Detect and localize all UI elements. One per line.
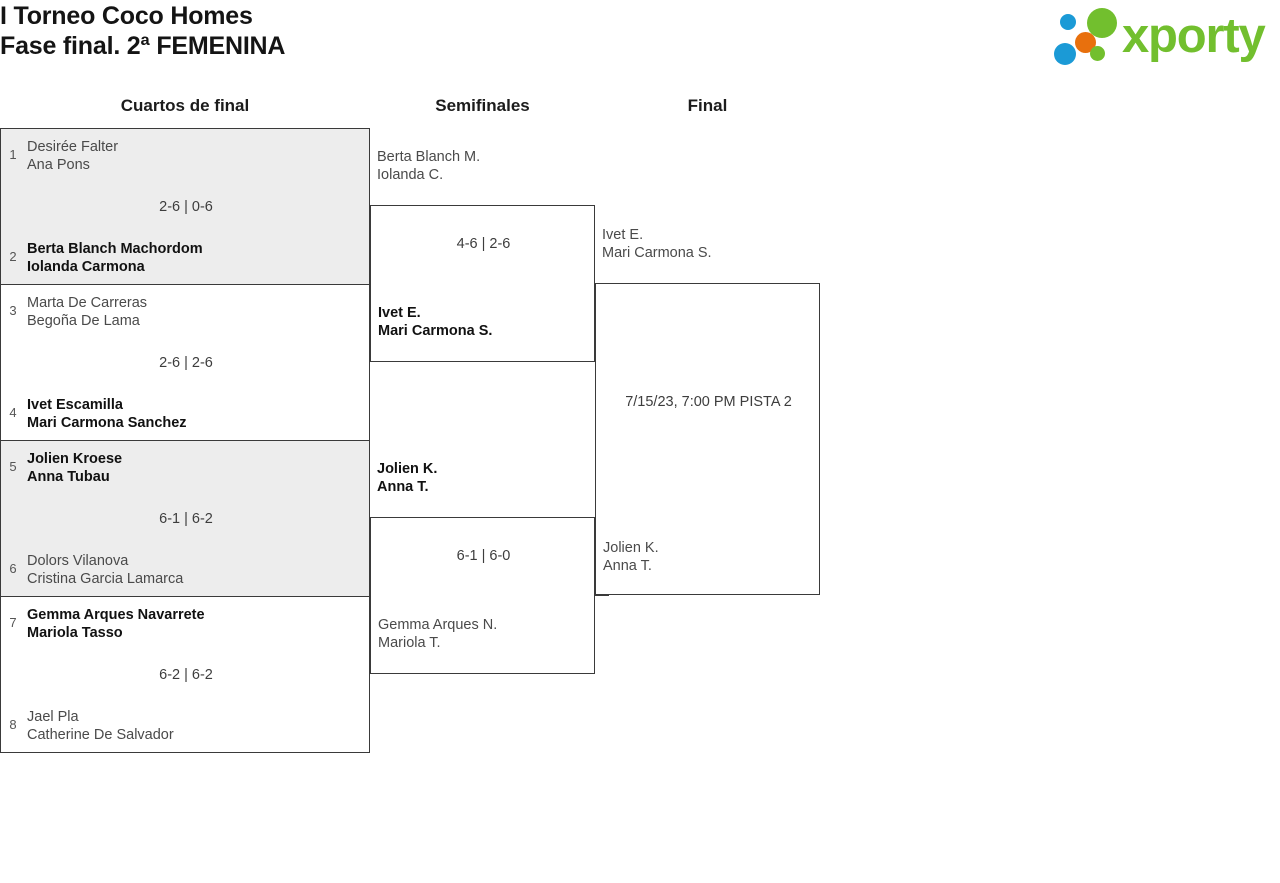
match-score: 6-1 | 6-0 (456, 548, 511, 564)
team-player-2: Ana Pons (27, 157, 90, 173)
team-player-1: Dolors Vilanova (27, 553, 129, 569)
final-bottom-player-1: Jolien K. (603, 540, 659, 556)
team-player-2: Cristina Garcia Lamarca (27, 571, 184, 587)
match-semifinal-2[interactable]: 6-1 | 6-0 Gemma Arques N. Mariola T. (370, 517, 595, 674)
semifinal-1-bottom-player-1: Ivet E. (378, 305, 421, 321)
match-quarterfinal-3[interactable]: 5 Jolien Kroese Anna Tubau 6-1 | 6-2 6 D… (0, 440, 370, 597)
team-player-2: Begoña De Lama (27, 313, 140, 329)
page-title: I Torneo Coco Homes Fase final. 2ª FEMEN… (0, 2, 285, 61)
team-player-2: Iolanda Carmona (27, 259, 145, 275)
match-score: 2-6 | 2-6 (159, 355, 213, 371)
seed-number: 4 (9, 405, 17, 420)
semifinal-2-top-player-2: Anna T. (377, 479, 429, 495)
match-quarterfinal-4[interactable]: 7 Gemma Arques Navarrete Mariola Tasso 6… (0, 596, 370, 753)
xporty-logo[interactable]: xporty (1046, 6, 1274, 68)
round-header-quarterfinals: Cuartos de final (120, 96, 250, 115)
semifinal-2-bottom-player-1: Gemma Arques N. (378, 617, 498, 633)
final-top-player-1: Ivet E. (602, 227, 644, 243)
final-schedule: 7/15/23, 7:00 PM PISTA 2 (625, 394, 792, 410)
logo-dot-blue-small (1060, 14, 1076, 30)
logo-dots-icon (1050, 8, 1122, 66)
match-score: 6-2 | 6-2 (159, 667, 213, 683)
match-score: 6-1 | 6-2 (159, 511, 213, 527)
semifinal-2-bottom-player-2: Mariola T. (378, 635, 441, 651)
seed-number: 5 (9, 459, 17, 474)
logo-dot-blue-large (1054, 43, 1076, 65)
team-player-2: Mariola Tasso (27, 625, 123, 641)
page-header: I Torneo Coco Homes Fase final. 2ª FEMEN… (0, 0, 1280, 80)
title-line-1: I Torneo Coco Homes (0, 2, 253, 30)
team-player-1: Ivet Escamilla (27, 397, 123, 413)
match-score: 4-6 | 2-6 (456, 236, 511, 252)
round-header-semifinals: Semifinales (435, 96, 530, 115)
connector-sf2-to-final (595, 595, 609, 596)
semifinal-1-bottom-player-2: Mari Carmona S. (378, 323, 493, 339)
seed-number: 6 (9, 561, 17, 576)
match-semifinal-1[interactable]: 4-6 | 2-6 Ivet E. Mari Carmona S. (370, 205, 595, 362)
match-final[interactable]: 7/15/23, 7:00 PM PISTA 2 Jolien K. Anna … (595, 283, 820, 595)
team-player-1: Berta Blanch Machordom (27, 241, 203, 257)
seed-number: 2 (9, 249, 17, 264)
match-quarterfinal-2[interactable]: 3 Marta De Carreras Begoña De Lama 2-6 |… (0, 284, 370, 441)
logo-dot-green-small (1090, 46, 1105, 61)
team-player-1: Jolien Kroese (27, 451, 123, 467)
round-header-final: Final (687, 96, 728, 115)
team-player-2: Mari Carmona Sanchez (27, 415, 187, 431)
match-quarterfinal-1[interactable]: 1 Desirée Falter Ana Pons 2-6 | 0-6 2 Be… (0, 128, 370, 285)
seed-number: 1 (9, 147, 17, 162)
logo-dot-green-large (1087, 8, 1117, 38)
team-player-1: Jael Pla (27, 709, 79, 725)
logo-wordmark: xporty (1122, 9, 1266, 63)
seed-number: 7 (9, 615, 17, 630)
final-bottom-player-2: Anna T. (603, 558, 652, 574)
semifinal-1-top-player-2: Iolanda C. (377, 167, 444, 183)
match-score: 2-6 | 0-6 (159, 199, 213, 215)
seed-number: 8 (9, 717, 17, 732)
team-player-1: Marta De Carreras (27, 295, 148, 311)
team-player-1: Gemma Arques Navarrete (27, 607, 205, 623)
final-top-player-2: Mari Carmona S. (602, 245, 712, 261)
seed-number: 3 (9, 303, 17, 318)
semifinal-2-top-player-1: Jolien K. (377, 461, 438, 477)
team-player-2: Catherine De Salvador (27, 727, 174, 743)
connector-sf1-to-final (595, 283, 609, 284)
team-player-1: Desirée Falter (27, 139, 119, 155)
semifinal-1-top-player-1: Berta Blanch M. (377, 149, 481, 165)
title-line-2: Fase final. 2ª FEMENINA (0, 31, 286, 60)
team-player-2: Anna Tubau (27, 469, 110, 485)
